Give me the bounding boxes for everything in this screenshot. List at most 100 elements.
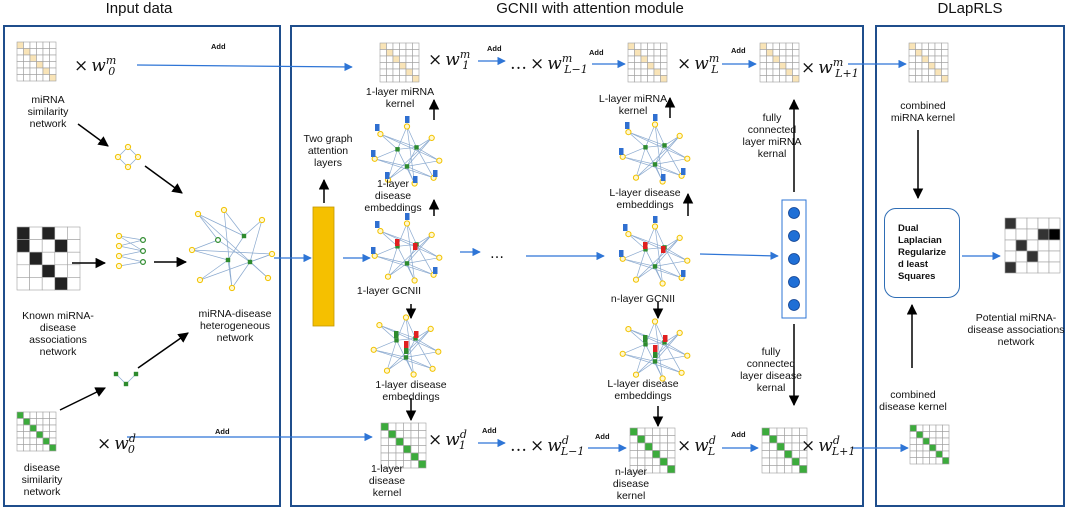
layer1-disease-kernel-label-line: disease (368, 475, 406, 487)
layer1-mirna-kernel-label-line: 1-layer miRNA (365, 86, 435, 98)
graph-edge (386, 357, 407, 371)
combined-disease-label-line: combined (890, 389, 936, 401)
graph-edge (387, 137, 432, 180)
graph-node (428, 231, 435, 238)
disease-similarity-graph (113, 371, 139, 387)
matrix-cell (667, 465, 676, 474)
weight-superscript: m (708, 52, 720, 65)
mirna-to-graph-arrow (77, 123, 109, 147)
matrix-cell (412, 75, 420, 83)
graph-node (411, 277, 418, 284)
graph-edge (406, 126, 417, 148)
times-sign: × (74, 56, 89, 76)
graph-node (428, 134, 435, 141)
ellipsis: … (510, 54, 527, 74)
graph-edge (635, 164, 656, 178)
graph-edge (227, 235, 245, 261)
add-label: Add (487, 44, 502, 53)
graph-edge (191, 239, 219, 251)
graph-edge (396, 338, 416, 341)
nlayer-disease-kernel-label-line: disease (612, 478, 650, 490)
graph-node (436, 254, 443, 261)
llayer-disease-graph (619, 318, 691, 382)
graph-node (115, 232, 123, 240)
embedding-bar (404, 347, 409, 354)
layer1-gcnii-label: 1-layer GCNII (356, 285, 422, 297)
graph-edge (405, 317, 416, 339)
embedding-bar (405, 116, 410, 123)
matrix-cell (67, 277, 81, 291)
combined-mirna-label-line: miRNA kernel (890, 112, 956, 124)
combined-disease-kernel (909, 424, 950, 465)
disease-kernel-layer-1 (380, 422, 427, 469)
graph-edge (118, 250, 144, 257)
weight-symbol: w (694, 54, 709, 74)
embedding-bar (394, 331, 399, 338)
embedding-bar (414, 331, 419, 338)
graph-node (429, 365, 436, 372)
weight-symbol: w (445, 430, 460, 450)
graph-edge (387, 234, 432, 277)
llayer-embeddings-label-line: embeddings (616, 199, 674, 211)
graph-edge (664, 342, 682, 373)
graph-node (258, 216, 266, 224)
mirna-similarity-label-line: miRNA (31, 94, 65, 106)
graph-edge (415, 338, 433, 369)
graph-edge (191, 249, 273, 255)
graph-node (404, 164, 410, 169)
graph-edge (373, 349, 433, 370)
times-sign: × (677, 54, 692, 74)
graph-edge (664, 247, 682, 278)
weight-dLp1: ×wdL+1 (801, 434, 855, 458)
graph-node (395, 244, 400, 249)
potential-label-line: network (997, 336, 1035, 348)
panel-input-data (3, 25, 281, 507)
graph-edge (379, 324, 397, 341)
graph-node (684, 352, 691, 359)
dual-laplacian-line: Laplacian (897, 235, 942, 246)
layer1-mirna-kernel-label-line: kernel (385, 98, 415, 110)
graph-edge (628, 131, 665, 146)
graph-node (414, 145, 419, 150)
graph-edge (622, 353, 656, 362)
two-graph-attention-label-line: layers (313, 157, 342, 169)
dual-laplacian-line: d least (897, 259, 929, 270)
disease-kernel-layer-n (629, 427, 676, 474)
graph-edge (199, 259, 229, 281)
layer1-embeddings-label-line: 1-layer (376, 178, 410, 190)
add-label: Add (215, 427, 230, 436)
graph-edge (199, 253, 273, 281)
graph-edge (635, 237, 680, 280)
graph-node (268, 250, 276, 258)
graph-edge (416, 244, 434, 275)
graph-edge (374, 158, 408, 167)
graph-edge (249, 219, 263, 263)
graph-to-hetero-arrow (144, 165, 183, 194)
graph-node (140, 248, 147, 255)
embedding-bar (661, 246, 666, 253)
known-associations-label-line: associations (29, 334, 87, 346)
input-data-title: Input data (105, 0, 173, 17)
disease-similarity-label-line: disease (23, 462, 61, 474)
fc-layer-box (781, 199, 807, 319)
graph-node (115, 242, 123, 250)
graph-edge (405, 317, 414, 375)
mirna-kernel-layer-L-plus-1 (759, 42, 800, 83)
graph-node (632, 276, 640, 283)
graph-node (652, 264, 658, 269)
attention-layer-bar (312, 206, 335, 327)
graph-edge (405, 357, 433, 370)
times-sign: × (428, 430, 443, 450)
weight-mLm1: …×wmL−1 (510, 52, 588, 76)
graph-node (676, 329, 683, 336)
graph-edge (622, 146, 646, 158)
graph-edge (654, 226, 663, 284)
embedding-bar (643, 242, 648, 249)
embedding-bar (681, 168, 686, 175)
disease-similarity-matrix (16, 411, 57, 452)
graph-node (678, 369, 685, 376)
add-label: Add (731, 430, 746, 439)
graph-node (632, 174, 640, 181)
